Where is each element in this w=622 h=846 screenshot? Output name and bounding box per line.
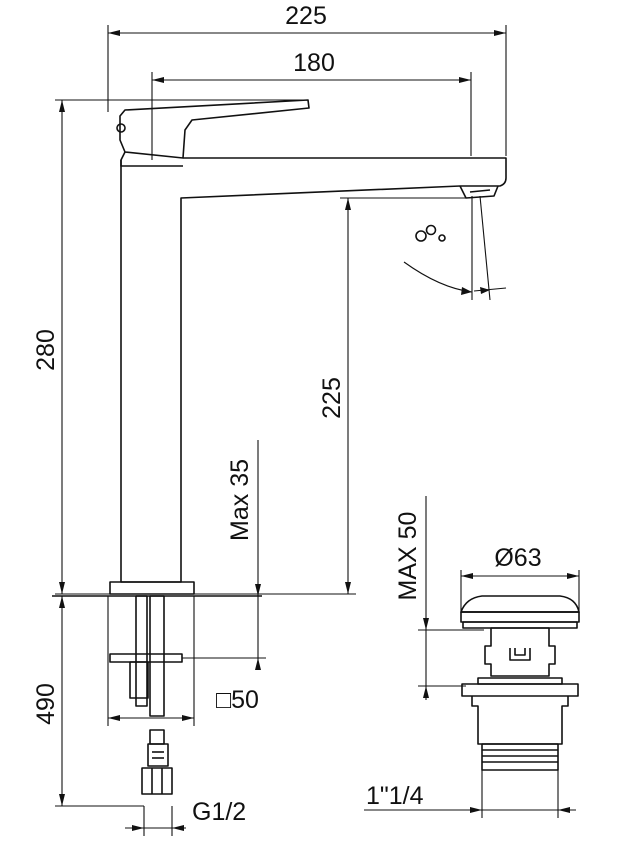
fixing-plate: [109, 653, 183, 663]
dimensions-waste: Ø63 MAX 50 1"1/4: [364, 496, 580, 818]
waste-mechanism: [484, 627, 556, 677]
supply-thread-label: G1/2: [192, 798, 246, 826]
aerator: [459, 185, 499, 199]
deck-thickness-label: Max 35: [226, 459, 254, 541]
aerator-slot: [469, 189, 491, 193]
waste-cap: [460, 595, 580, 613]
waste-valve: [460, 595, 580, 771]
aerator-bubbles-icon: [415, 224, 446, 242]
waste-body: [471, 696, 569, 745]
lever-handle: [119, 99, 310, 159]
hose-body: [147, 743, 169, 767]
spout-reach-label: 180: [293, 49, 335, 77]
waste-diameter-label: Ø63: [494, 544, 541, 572]
faucet-body: [109, 99, 507, 595]
waste-locknut: [461, 683, 579, 697]
under-counter-fixings: [52, 595, 262, 795]
overall-height-label: 280: [32, 329, 60, 371]
waste-flange: [460, 611, 580, 623]
waste-thread: [481, 743, 559, 771]
waste-thread-label: 1"1/4: [366, 782, 424, 810]
supply-pipe-stub: [149, 595, 165, 717]
hose-connector-nut: [141, 767, 173, 795]
column-outline: [120, 157, 507, 583]
overall-width-label: 225: [285, 2, 327, 30]
faucet-base: [109, 581, 195, 595]
lever-pivot: [116, 123, 126, 133]
dimensions-faucet: 225 180 280 225 Max 35 490: [32, 2, 507, 836]
fixing-nut: [129, 661, 149, 699]
threaded-rod: [135, 595, 148, 707]
base-square-label: □50: [216, 686, 259, 714]
aerator-angle-callout: [403, 195, 507, 301]
spout-height-label: 225: [318, 377, 346, 419]
waste-thickness-label: MAX 50: [394, 512, 422, 601]
supply-length-label: 490: [32, 683, 60, 725]
hose-ferrule: [149, 729, 165, 745]
